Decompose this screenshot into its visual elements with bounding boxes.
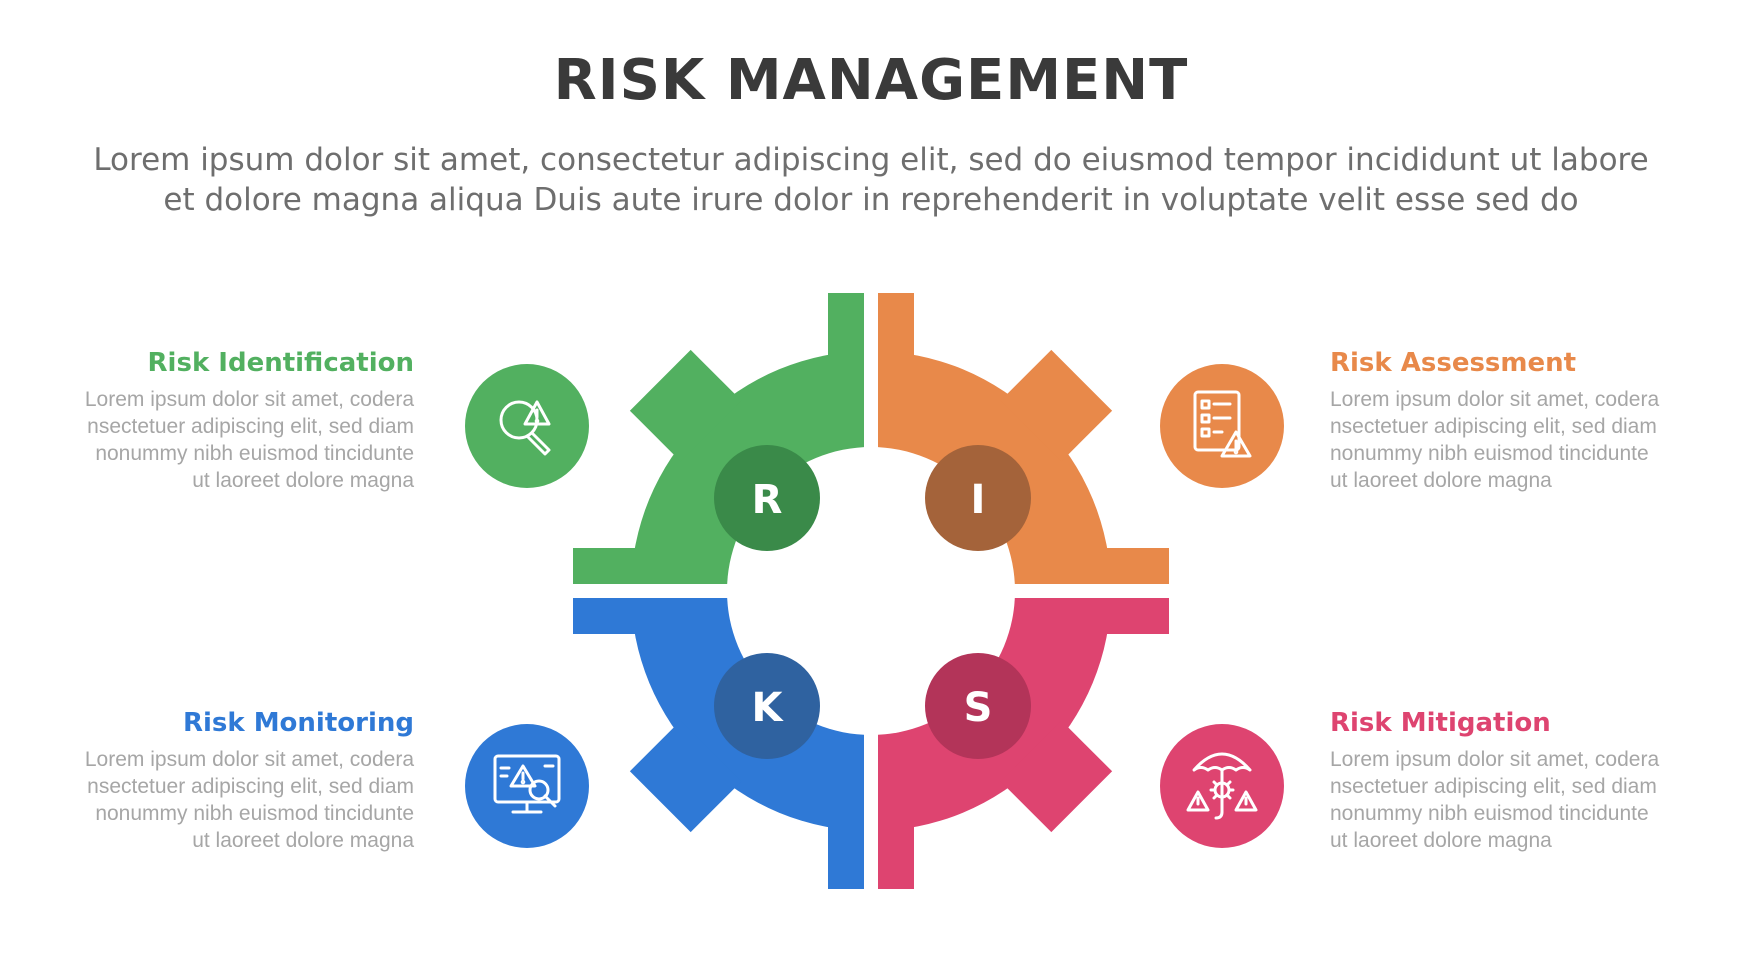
gear-teeth <box>878 293 1169 584</box>
risk-assessment-title: Risk Assessment <box>1330 348 1577 378</box>
text-line: nsectetuer adipiscing elit, sed diam <box>87 415 414 438</box>
gear-tooth <box>629 349 742 462</box>
text-line: ut laoreet dolore magna <box>192 829 414 852</box>
gear-teeth <box>878 598 1169 889</box>
letter-r: R <box>752 477 783 523</box>
risk-identification-title: Risk Identification <box>147 348 414 378</box>
risk-assessment-icon-circle <box>1160 364 1284 488</box>
text-line: ut laoreet dolore magna <box>192 469 414 492</box>
gear-tooth <box>1097 598 1169 634</box>
text-line: nonummy nibh euismod tincidunte <box>1330 802 1649 825</box>
text-line: nonummy nibh euismod tincidunte <box>95 442 414 465</box>
gear-tooth <box>573 598 645 634</box>
text-line: nsectetuer adipiscing elit, sed diam <box>87 775 414 798</box>
text-line: nsectetuer adipiscing elit, sed diam <box>1330 415 1657 438</box>
gear-teeth <box>573 293 864 584</box>
checklist-warning-icon <box>1193 390 1252 458</box>
subtitle-line: Lorem ipsum dolor sit amet, consectetur … <box>93 142 1649 178</box>
umbrella-gear-icon <box>1186 752 1258 820</box>
search-warning-icon <box>499 400 551 456</box>
gear-teeth <box>573 598 864 889</box>
risk-identification-text: Lorem ipsum dolor sit amet, codera nsect… <box>84 386 414 494</box>
page-title: RISK MANAGEMENT <box>553 48 1189 113</box>
text-line: Lorem ipsum dolor sit amet, codera <box>84 388 414 411</box>
risk-monitoring-text: Lorem ipsum dolor sit amet, codera nsect… <box>84 746 414 854</box>
gear-tooth <box>629 720 742 833</box>
letter-k: K <box>752 685 785 731</box>
text-line: nonummy nibh euismod tincidunte <box>1330 442 1649 465</box>
letter-i: I <box>971 477 986 523</box>
letter-circle-i <box>925 445 1031 551</box>
risk-mitigation-icon-circle <box>1160 724 1284 848</box>
gear-tooth <box>1097 548 1169 584</box>
text-line: nsectetuer adipiscing elit, sed diam <box>1330 775 1657 798</box>
text-line: ut laoreet dolore magna <box>1330 469 1552 492</box>
text-line: Lorem ipsum dolor sit amet, codera <box>84 748 414 771</box>
gear-tooth <box>573 548 645 584</box>
text-line: nonummy nibh euismod tincidunte <box>95 802 414 825</box>
letter-circle-r <box>714 445 820 551</box>
text-line: ut laoreet dolore magna <box>1330 829 1552 852</box>
gear-tooth <box>1000 720 1113 833</box>
subtitle-line: et dolore magna aliqua Duis aute irure d… <box>163 182 1579 218</box>
text-line: Lorem ipsum dolor sit amet, codera <box>1330 748 1660 771</box>
page-subtitle: Lorem ipsum dolor sit amet, consectetur … <box>60 140 1682 220</box>
gear-tooth <box>878 817 914 889</box>
monitor-magnifier-icon <box>493 754 561 814</box>
risk-mitigation-block: Risk Mitigation Lorem ipsum dolor sit am… <box>1330 708 1660 854</box>
text-line: Lorem ipsum dolor sit amet, codera <box>1330 388 1660 411</box>
letter-circle-k <box>714 653 820 759</box>
gear-tooth <box>828 817 864 889</box>
risk-identification-icon-circle <box>465 364 589 488</box>
letter-s: S <box>964 685 993 731</box>
risk-monitoring-block: Risk Monitoring Lorem ipsum dolor sit am… <box>84 708 414 854</box>
gear-tooth <box>1000 349 1113 462</box>
letter-circle-s <box>925 653 1031 759</box>
risk-monitoring-icon-circle <box>465 724 589 848</box>
gear-tooth <box>828 293 864 365</box>
risk-mitigation-text: Lorem ipsum dolor sit amet, codera nsect… <box>1330 746 1660 854</box>
risk-monitoring-title: Risk Monitoring <box>182 708 414 738</box>
risk-assessment-text: Lorem ipsum dolor sit amet, codera nsect… <box>1330 386 1660 494</box>
risk-assessment-block: Risk Assessment Lorem ipsum dolor sit am… <box>1330 348 1660 494</box>
gear-tooth <box>878 293 914 365</box>
risk-mitigation-title: Risk Mitigation <box>1330 708 1551 738</box>
risk-identification-block: Risk Identification Lorem ipsum dolor si… <box>84 348 414 494</box>
